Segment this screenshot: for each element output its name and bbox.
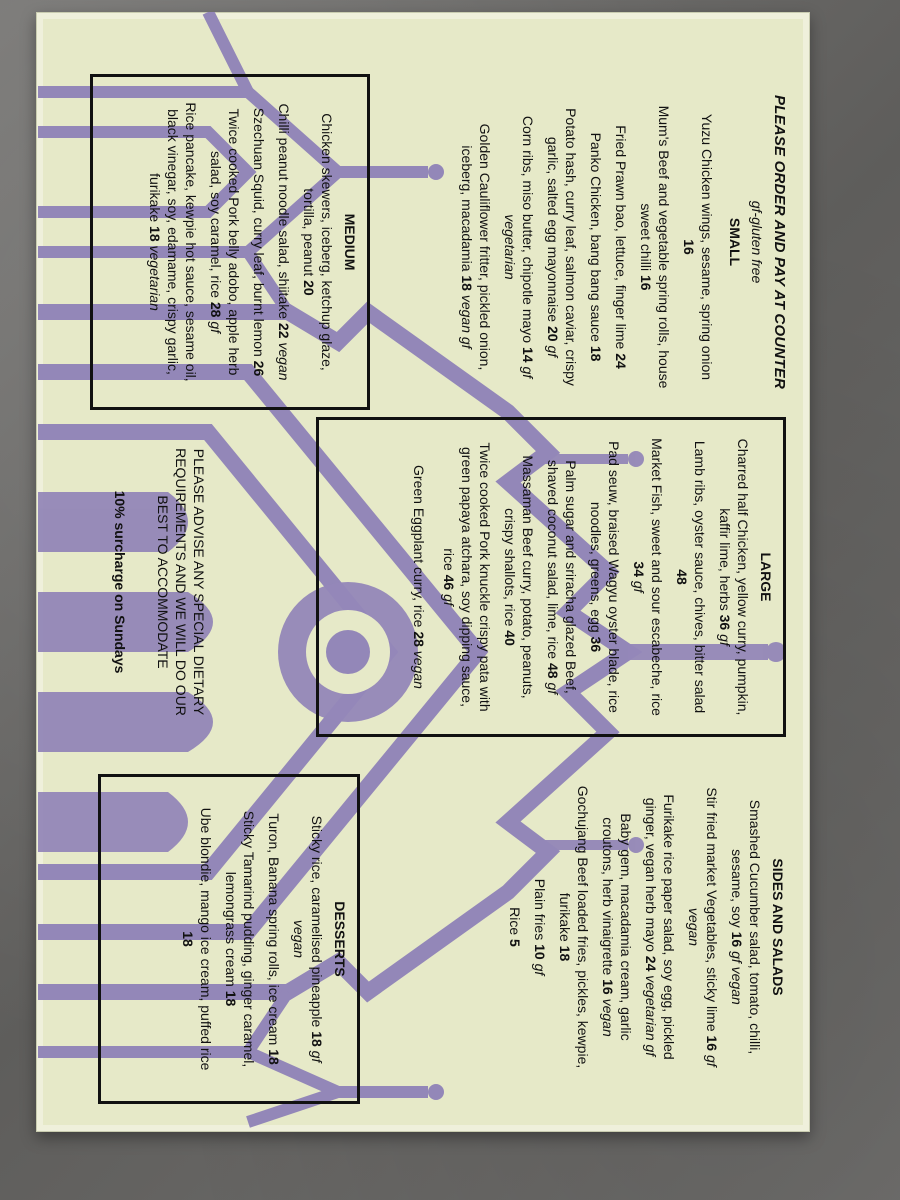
- menu-item: Yuzu Chicken wings, sesame, spring onion…: [681, 113, 715, 381]
- menu-item: Corn ribs, miso butter, chipotle mayo 14…: [502, 115, 536, 379]
- menu-item: Furikake rice paper salad, soy egg, pick…: [643, 794, 677, 1060]
- menu-item: Massaman Beef curry, potato, peanuts, cr…: [502, 455, 536, 699]
- dietary-note-line: PLEASE ADVISE ANY SPECIAL DIETARY: [191, 448, 207, 716]
- menu-title: PLEASE ORDER AND PAY AT COUNTER: [771, 95, 788, 389]
- gf-legend: gf-gluten free: [749, 200, 765, 284]
- menu-item: Sticky Tamarind pudding, ginger caramel,…: [223, 810, 257, 1068]
- menu-item: Sticky rice, caramelised pineapple 18 gf…: [291, 815, 325, 1063]
- menu-item: Szechuan Squid, curry leaf, burnt lemon …: [251, 107, 267, 377]
- desserts-heading: DESSERTS: [332, 901, 348, 977]
- large-section: LARGE Charred half Chicken, yellow curry…: [403, 424, 774, 730]
- menu-item: Twice cooked Pork belly adobo, apple her…: [208, 108, 242, 376]
- dietary-note-line: REQUIREMENTS AND WE WILL DO OUR: [173, 448, 189, 716]
- menu-item: Baby gem, macadamia cream, garlic crouto…: [600, 813, 634, 1041]
- menu-content: PLEASE ORDER AND PAY AT COUNTER gf-glute…: [36, 12, 808, 1130]
- menu-header: PLEASE ORDER AND PAY AT COUNTER gf-glute…: [727, 52, 788, 432]
- menu-item: Chilli peanut noodle salad, shiitake 22 …: [276, 103, 292, 381]
- menu-item: Chicken skewers, iceberg, ketchup glaze,…: [301, 113, 335, 371]
- small-heading: SMALL: [727, 217, 743, 267]
- menu-item: Panko Chicken, bang bang sauce 18: [588, 132, 604, 362]
- dietary-note: PLEASE ADVISE ANY SPECIAL DIETARY REQUIR…: [154, 432, 208, 732]
- menu-item: Pad seuw, braised Wagyu oyster blade, ri…: [588, 441, 622, 713]
- menu-item: Rice pancake, kewpie hot sauce, sesame o…: [147, 102, 199, 382]
- medium-heading: MEDIUM: [342, 213, 358, 271]
- temple-illustration-icon: [38, 12, 786, 1128]
- menu-item: Market Fish, sweet and sour escabeche, r…: [631, 438, 665, 716]
- menu-item: Charred half Chicken, yellow curry, pump…: [717, 438, 751, 716]
- sunday-surcharge: 10% surcharge on Sundays: [112, 490, 128, 674]
- menu-item: Mum's Beef and vegetable spring rolls, h…: [638, 105, 672, 389]
- menu-item: Twice cooked Pork knuckle crispy pata wi…: [441, 442, 493, 712]
- menu-item: Turon, Banana spring rolls, ice cream 18: [266, 813, 282, 1065]
- menu-item: Ube blondie, mango ice cream, puffed ric…: [180, 807, 214, 1071]
- menu-item: Gochujang Beef loaded fries, pickles, ke…: [557, 785, 591, 1069]
- medium-section: MEDIUM Chicken skewers, iceberg, ketchup…: [139, 80, 358, 404]
- menu-item: Green Eggplant curry, rice 28 vegan: [411, 465, 427, 689]
- menu-item: Golden Cauliflower fritter, pickled onio…: [459, 123, 493, 371]
- sides-heading: SIDES AND SALADS: [770, 858, 786, 996]
- menu-item: Lamb ribs, oyster sauce, chives, bitter …: [674, 440, 708, 714]
- menu-item: Plain fries 10 gf: [532, 878, 548, 976]
- menu-item: Smashed Cucumber salad, tomato, chilli, …: [729, 799, 763, 1055]
- desserts-section: DESSERTS Sticky rice, caramelised pineap…: [172, 780, 348, 1098]
- large-heading: LARGE: [758, 552, 774, 602]
- menu-item: Fried Prawn bao, lettuce, finger lime 24: [613, 125, 629, 369]
- menu-item: Potato hash, curry leaf, salmon caviar, …: [545, 108, 579, 386]
- sides-section: SIDES AND SALADS Smashed Cucumber salad,…: [499, 752, 786, 1102]
- menu-item: Stir fried market Vegetables, sticky lim…: [686, 787, 720, 1067]
- dietary-note-line: BEST TO ACCOMMODATE: [155, 495, 171, 669]
- menu-item: Palm sugar and sriracha glazed Beef, sha…: [545, 459, 579, 695]
- small-section: Yuzu Chicken wings, sesame, spring onion…: [451, 52, 716, 442]
- menu-item: Rice 5: [507, 907, 523, 947]
